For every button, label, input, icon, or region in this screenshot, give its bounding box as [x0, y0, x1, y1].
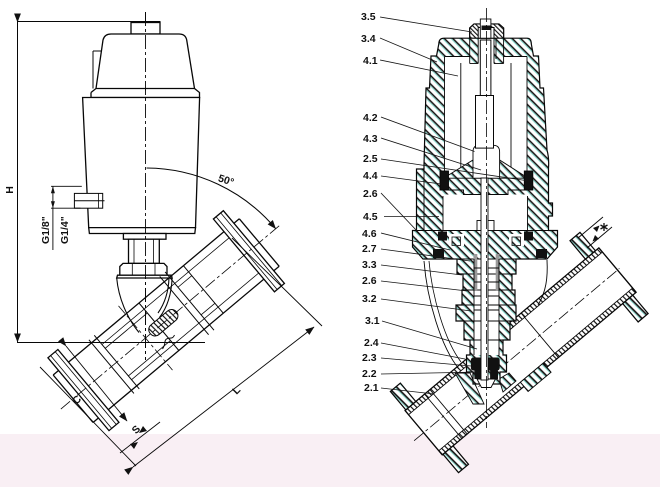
svg-text:4.5: 4.5 — [363, 211, 378, 223]
svg-text:L: L — [230, 384, 243, 397]
svg-text:4.1: 4.1 — [363, 55, 378, 67]
svg-text:2.6: 2.6 — [363, 188, 378, 200]
svg-text:2.3: 2.3 — [362, 352, 377, 364]
svg-text:3.1: 3.1 — [365, 315, 380, 327]
svg-text:50°: 50° — [217, 172, 236, 188]
svg-text:2.2: 2.2 — [362, 368, 377, 380]
svg-text:2.5: 2.5 — [363, 153, 378, 165]
svg-text:H: H — [4, 186, 16, 194]
svg-text:2.4: 2.4 — [364, 337, 379, 349]
svg-text:4.4: 4.4 — [363, 170, 378, 182]
svg-text:G1/4": G1/4" — [59, 216, 71, 244]
svg-text:2.6: 2.6 — [362, 275, 377, 287]
svg-text:4.2: 4.2 — [363, 112, 378, 124]
svg-text:3.4: 3.4 — [361, 33, 376, 45]
svg-text:4.6: 4.6 — [362, 228, 377, 240]
svg-text:G1/8": G1/8" — [40, 216, 52, 244]
svg-text:3.3: 3.3 — [362, 259, 377, 271]
svg-text:2.1: 2.1 — [364, 382, 379, 394]
svg-text:2.7: 2.7 — [362, 243, 377, 255]
svg-text:3.5: 3.5 — [361, 11, 376, 23]
svg-text:S: S — [130, 423, 143, 436]
svg-text:3.2: 3.2 — [362, 293, 377, 305]
svg-text:4.3: 4.3 — [363, 133, 378, 145]
